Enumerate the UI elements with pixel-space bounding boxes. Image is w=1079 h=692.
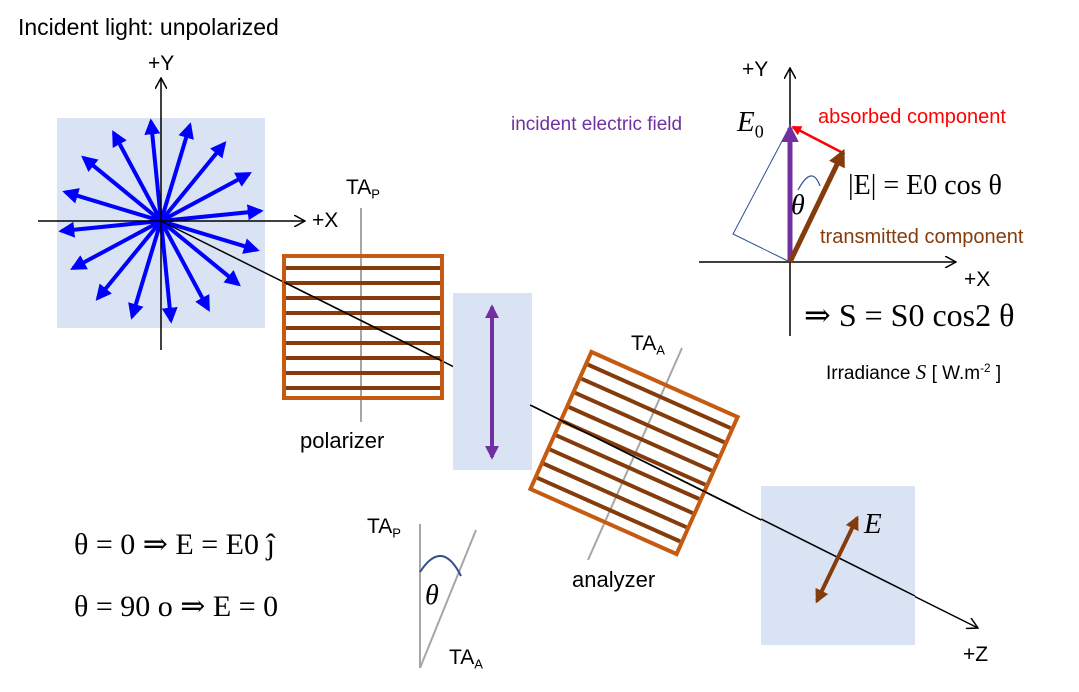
incident-arrow	[159, 122, 194, 222]
z-axis-label: +Z	[963, 643, 989, 666]
left-x-axis-label: +X	[312, 209, 339, 232]
analyzer-slit	[543, 461, 688, 530]
analyzer-ta-label: TAA	[631, 332, 665, 358]
e0-label: E0	[737, 106, 764, 142]
theta-arc	[797, 175, 821, 191]
analyzer-slit	[549, 447, 694, 515]
incident-arrow	[159, 220, 178, 324]
inset-theta-label: θ	[425, 580, 439, 611]
incident-arrow	[70, 219, 162, 271]
equation-theta-zero: θ = 0 ⇒ E = E0 ĵ	[74, 528, 275, 561]
incident-arrow-group	[58, 118, 264, 324]
incident-arrow	[159, 141, 227, 223]
absorbed-component-label: absorbed component	[818, 106, 1006, 128]
incident-arrow	[58, 219, 162, 238]
transmitted-component-label: transmitted component	[820, 226, 1024, 248]
analyzer-slit	[574, 391, 719, 459]
inset-ta-a-line	[419, 529, 477, 669]
incident-arrow	[144, 118, 163, 222]
incident-arrow	[160, 204, 264, 223]
projection-guide	[732, 125, 791, 263]
right-y-axis-label: +Y	[742, 58, 769, 81]
diagram-title: Incident light: unpolarized	[18, 14, 279, 40]
output-panel	[761, 486, 915, 645]
right-x-axis-label: +X	[964, 268, 991, 291]
left-y-axis-label: +Y	[148, 52, 175, 75]
z-axis-through-polarizer	[283, 281, 443, 362]
incident-arrow	[62, 188, 162, 223]
analyzer-slit	[561, 419, 707, 487]
analyzer-filter	[527, 349, 741, 557]
transmitted-component-vector	[787, 148, 846, 264]
analyzer-slit	[587, 362, 732, 430]
z-axis-through-analyzer	[529, 404, 741, 510]
inset-angle-arc	[419, 555, 462, 577]
vector-theta-label: θ	[791, 190, 805, 221]
polarizer-ta-label: TAP	[346, 176, 380, 202]
absorbed-component-vector	[791, 125, 844, 155]
incident-arrow	[81, 155, 163, 223]
polarizer-filter	[282, 254, 444, 400]
polarizer-label: polarizer	[300, 428, 385, 453]
analyzer-label: analyzer	[572, 567, 656, 592]
incident-arrow	[159, 219, 241, 287]
irradiance-caption: Irradiance S [ W.m-2 ]	[826, 360, 1002, 384]
analyzer-slit	[568, 405, 713, 473]
output-field-label: E	[864, 508, 882, 540]
analyzer-slit	[536, 476, 681, 544]
magnitude-formula: |E| = E0 cos θ	[848, 170, 1002, 201]
incident-arrow	[128, 220, 163, 320]
irradiance-formula: ⇒ S = S0 cos2 θ	[804, 297, 1015, 333]
inset-ta-p-label: TAP	[367, 515, 401, 541]
inset-ta-a-label: TAA	[449, 646, 483, 672]
equation-theta-ninety: θ = 90 o ⇒ E = 0	[74, 590, 279, 623]
incident-arrow	[95, 219, 163, 301]
incident-arrow	[159, 220, 211, 312]
incident-arrow	[160, 171, 252, 223]
incident-arrow	[160, 219, 260, 254]
analyzer-slit	[555, 433, 700, 501]
output-field-arrow	[815, 515, 859, 604]
incident-field-label: incident electric field	[511, 114, 683, 135]
analyzer-slit	[580, 376, 725, 445]
incident-arrow	[111, 130, 163, 222]
